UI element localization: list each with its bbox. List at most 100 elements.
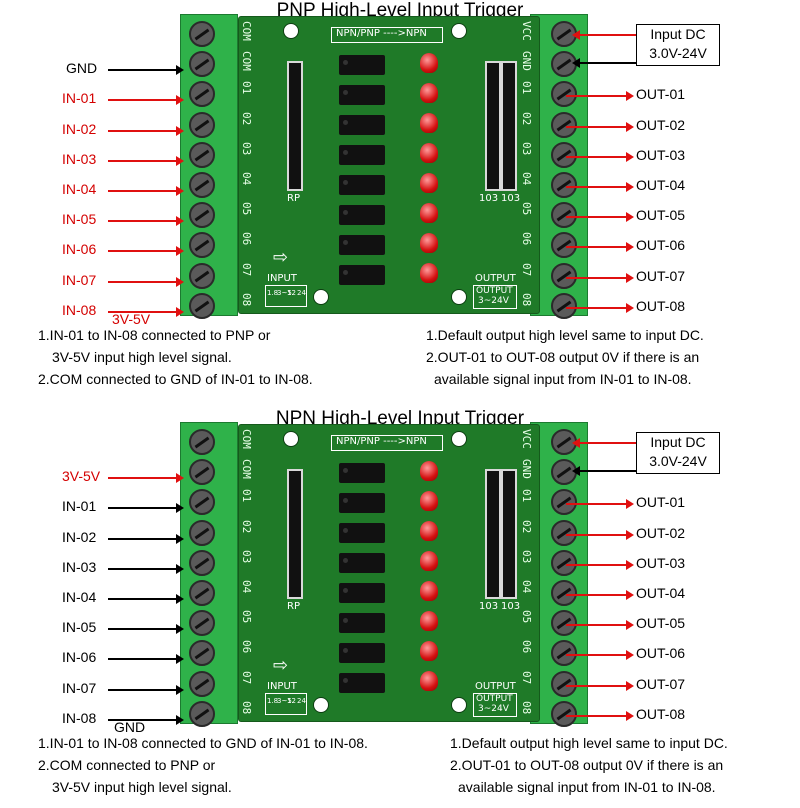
right-pin-label: 02 xyxy=(520,519,533,533)
note-line: 2.OUT-01 to OUT-08 output 0V if there is… xyxy=(426,349,700,365)
output-silk: OUTPUT xyxy=(475,273,516,284)
board-header-silk: NPN/PNP ---->NPN xyxy=(331,27,443,43)
optocoupler-chip xyxy=(339,235,385,255)
resistor-pack-left xyxy=(287,469,303,599)
screw-icon xyxy=(189,111,215,138)
mount-hole xyxy=(313,289,329,305)
vcc-arrow xyxy=(572,30,636,40)
note-line: available signal input from IN-01 to IN-… xyxy=(458,779,716,795)
led-indicator xyxy=(420,263,438,283)
screw-icon xyxy=(189,172,215,198)
optocoupler-chip xyxy=(339,673,385,693)
note-line: 2.COM connected to GND of IN-01 to IN-08… xyxy=(38,371,313,387)
panel-title: NPN High-Level Input Trigger xyxy=(275,408,525,429)
left-pin-label: 06 xyxy=(240,640,253,654)
left-signal-label: IN-06 xyxy=(62,649,97,666)
led-indicator xyxy=(420,83,438,103)
output-box-line: 3~24V xyxy=(478,704,509,714)
output-label: OUT-04 xyxy=(636,177,686,193)
left-terminal-block xyxy=(180,14,238,319)
right-pin-label: 05 xyxy=(520,610,533,624)
output-arrow xyxy=(566,121,634,132)
input-option: 3~5 xyxy=(277,697,292,705)
screw-icon xyxy=(189,81,215,108)
board-header-text: NPN/PNP ---->NPN xyxy=(336,28,427,39)
left-signal-label: IN-04 xyxy=(62,181,97,197)
left-pin-label: 01 xyxy=(240,489,253,503)
screw-icon xyxy=(189,549,215,576)
rp-right-label: 103 xyxy=(501,601,521,612)
output-label: OUT-02 xyxy=(636,116,686,133)
output-box-line: OUTPUT xyxy=(476,694,513,704)
left-pin-label: 05 xyxy=(240,610,253,624)
output-label: OUT-03 xyxy=(636,554,686,571)
output-label: OUT-08 xyxy=(636,297,686,314)
optocoupler-chip xyxy=(339,115,385,135)
input-option: 24 xyxy=(297,289,306,297)
output-arrow xyxy=(566,559,634,570)
screw-icon xyxy=(551,262,577,289)
right-pin-label: VCC xyxy=(520,21,533,41)
led-indicator xyxy=(420,113,438,133)
led-indicator xyxy=(420,671,438,691)
left-pin-label: COM xyxy=(240,21,253,41)
optocoupler-chip xyxy=(339,85,385,105)
left-signal-label: GND xyxy=(66,60,98,77)
led-indicator xyxy=(420,581,438,601)
panel-title: PNP High-Level Input Trigger xyxy=(276,0,524,21)
left-signal-label: IN-03 xyxy=(62,558,97,575)
left-pin-label: 08 xyxy=(240,700,253,715)
signal-arrow xyxy=(108,503,184,514)
screw-icon xyxy=(551,111,577,138)
extra-signal-label: GND xyxy=(114,719,146,735)
screw-icon xyxy=(551,81,577,108)
led-indicator xyxy=(420,173,438,193)
resistor-pack-right-2 xyxy=(501,469,517,599)
led-indicator xyxy=(420,611,438,631)
board-header-text: NPN/PNP ---->NPN xyxy=(336,436,427,447)
right-pin-label: 08 xyxy=(520,292,533,307)
extra-signal-label: 3V-5V xyxy=(112,311,151,327)
led-indicator xyxy=(420,53,438,73)
input-option: 1.8 xyxy=(267,697,279,705)
signal-arrow xyxy=(108,306,184,317)
output-arrow xyxy=(566,680,634,691)
left-signal-label: IN-01 xyxy=(62,498,97,515)
left-signal-label: IN-04 xyxy=(62,589,97,605)
output-label: OUT-04 xyxy=(636,585,686,601)
right-pin-label: 03 xyxy=(520,549,533,564)
screw-icon xyxy=(189,489,215,516)
output-arrow xyxy=(566,151,634,162)
mount-hole xyxy=(283,23,299,39)
output-arrow xyxy=(566,91,634,102)
note-line: 2.COM connected to PNP or xyxy=(38,757,216,773)
left-pin-label: 04 xyxy=(240,580,253,594)
right-pin-label: 08 xyxy=(520,700,533,715)
vcc-arrow xyxy=(572,438,636,448)
input-dc-range: 3.0V-24V xyxy=(649,45,707,61)
signal-arrow xyxy=(108,95,184,106)
right-pin-label: 03 xyxy=(520,141,533,156)
right-pin-label: 06 xyxy=(520,640,533,654)
screw-icon xyxy=(189,459,215,486)
led-indicator xyxy=(420,203,438,223)
resistor-pack-right-1 xyxy=(485,61,501,191)
optocoupler-chip xyxy=(339,145,385,165)
left-pin-label: 08 xyxy=(240,292,253,307)
left-pin-label: 02 xyxy=(240,111,253,125)
mount-hole xyxy=(313,697,329,713)
optocoupler-chip xyxy=(339,205,385,225)
output-arrow xyxy=(566,272,634,283)
rp-right-label: 103 xyxy=(479,601,499,612)
rp-label: RP xyxy=(287,601,300,612)
screw-icon xyxy=(551,292,577,319)
